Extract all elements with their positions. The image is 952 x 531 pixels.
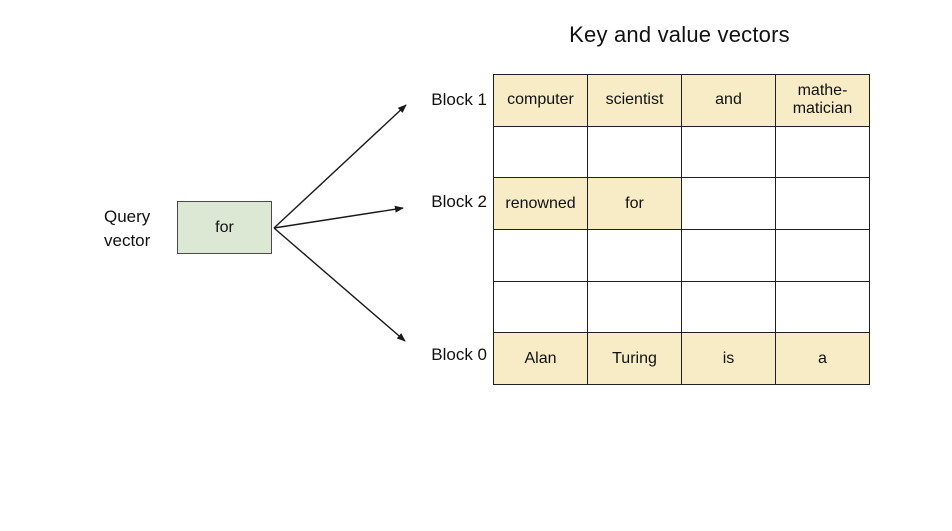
table-cell (493, 280, 588, 334)
table-cell (775, 177, 870, 231)
table-cell: a (775, 332, 870, 386)
table-cell (587, 280, 682, 334)
table-cell: Turing (587, 332, 682, 386)
table-cell: renowned (493, 177, 588, 231)
table-cell: Alan (493, 332, 588, 386)
table-cell (775, 125, 870, 179)
query-vector-label: Query vector (104, 207, 151, 250)
block0-label: Block 0 (431, 345, 487, 364)
diagram-title: Key and value vectors (569, 22, 790, 47)
table-cell (681, 229, 776, 282)
table-cell: and (681, 74, 776, 127)
table-cell (587, 125, 682, 179)
table-row-block0: Alan Turing is a (493, 332, 870, 386)
table-cell: for (587, 177, 682, 231)
table-row-empty (493, 229, 870, 282)
table-row-block1: computer scientist and mathe- matician (493, 74, 870, 127)
key-value-table: computer scientist and mathe- matician r… (493, 74, 870, 386)
arrow-to-block2 (273, 205, 404, 229)
table-cell (493, 229, 588, 282)
table-cell (587, 229, 682, 282)
table-cell: computer (493, 74, 588, 127)
table-cell: scientist (587, 74, 682, 127)
table-cell: is (681, 332, 776, 386)
table-cell (681, 125, 776, 179)
table-cell (493, 125, 588, 179)
arrow-to-block0 (273, 227, 406, 342)
table-cell: mathe- matician (775, 74, 870, 127)
query-vector-box: for (177, 201, 272, 254)
table-cell (775, 229, 870, 282)
table-row-block2: renowned for (493, 177, 870, 231)
query-vector-value: for (215, 218, 234, 236)
table-cell (681, 280, 776, 334)
block2-label: Block 2 (431, 192, 487, 211)
arrow-to-block1 (273, 104, 407, 229)
block1-label: Block 1 (431, 90, 487, 109)
table-row-empty (493, 280, 870, 334)
table-cell (775, 280, 870, 334)
table-row-empty (493, 125, 870, 179)
table-cell (681, 177, 776, 231)
